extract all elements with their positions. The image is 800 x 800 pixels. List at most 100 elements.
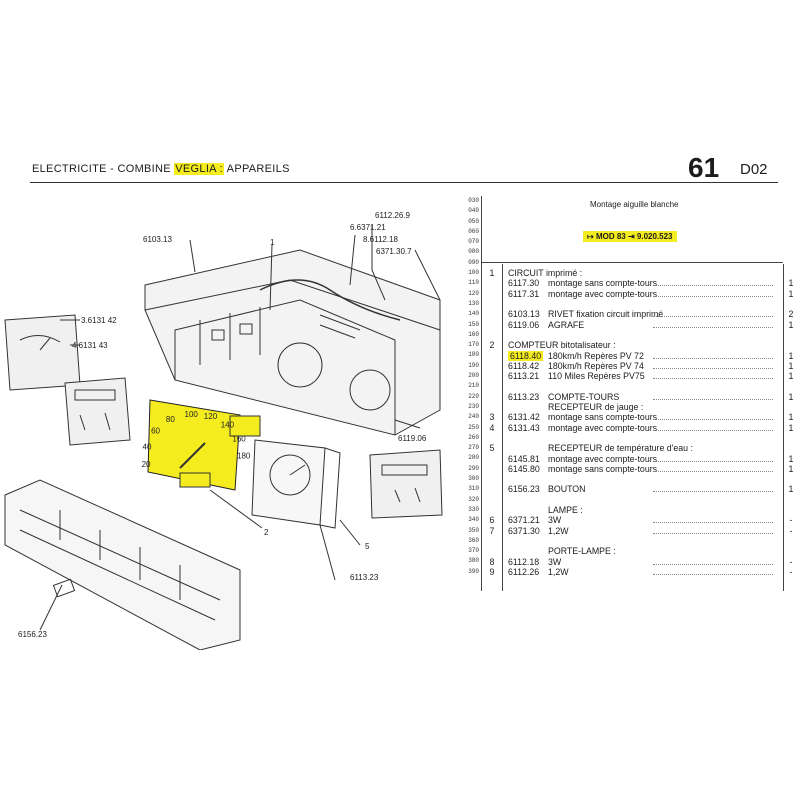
callout-6371-21: 6.6371.21 (350, 223, 386, 232)
row-number: 080 (468, 248, 479, 256)
item-ref: 9 (489, 566, 495, 577)
part-quantity: - (789, 515, 793, 526)
part-description: montage avec compte-tours (548, 422, 658, 433)
front-bezel (4, 479, 241, 650)
parts-row: LAMPE : (483, 505, 793, 515)
column-divider (783, 264, 784, 591)
leader-dots (653, 563, 773, 565)
parts-row: 6117.31 montage avec compte-tours 1 (483, 289, 793, 299)
row-number: 340 (468, 516, 479, 524)
row-number: 320 (468, 495, 479, 503)
parts-row: PORTE-LAMPE : (483, 546, 793, 556)
speedometer-label: 40 (143, 442, 152, 451)
leader-dots (653, 532, 773, 534)
row-number: 260 (468, 433, 479, 441)
part-description: 3W (548, 556, 562, 567)
mod-label: MOD 83 (595, 232, 626, 241)
leader-dots (653, 429, 773, 431)
part-quantity: 1 (788, 278, 794, 289)
part-description: montage avec compte-tours (548, 288, 658, 299)
mod-note: ↦ MOD 83 ⇥ 9.020.523 (583, 231, 677, 242)
parts-row: RECEPTEUR de jauge : (483, 402, 793, 412)
leader-dots (653, 378, 773, 380)
part-quantity: 1 (788, 453, 794, 464)
fuel-gauge-3 (4, 314, 81, 391)
part-quantity: 1 (788, 412, 794, 423)
part-description: CIRCUIT imprimé : (508, 268, 583, 279)
row-number: 170 (468, 341, 479, 349)
title-highlight: VEGLIA : (174, 163, 224, 175)
callout-6131-42: 3.6131 42 (81, 316, 117, 325)
row-number: 250 (468, 423, 479, 431)
row-number: 110 (468, 279, 479, 287)
row-number: 360 (468, 536, 479, 544)
item-ref: 4 (489, 422, 495, 433)
speedometer-label: 140 (221, 421, 235, 430)
part-code: 6145.80 (508, 463, 540, 474)
instrument-housing (144, 249, 441, 436)
part-code: 6117.31 (508, 288, 540, 299)
part-description: COMPTEUR bitotalisateur : (508, 340, 616, 351)
row-number: 160 (468, 330, 479, 338)
part-description: 3W (548, 515, 562, 526)
leader-dots (653, 285, 773, 287)
row-number: 060 (468, 227, 479, 235)
speedometer-2 (147, 399, 261, 491)
leader-dots (653, 419, 773, 421)
row-number: 030 (468, 197, 479, 204)
row-number: 100 (468, 269, 479, 277)
part-code: 6371.21 (508, 515, 540, 526)
leader-dots (653, 573, 773, 575)
part-quantity: 1 (788, 484, 794, 495)
title-prefix: ELECTRICITE - COMBINE (32, 163, 175, 175)
part-description: BOUTON (548, 484, 586, 495)
row-number: 240 (468, 413, 479, 421)
speedometer-label: 180 (237, 452, 251, 461)
item-ref: 8 (489, 556, 495, 567)
row-number: 180 (468, 351, 479, 359)
fuel-gauge-4 (64, 377, 131, 446)
row-number: 140 (468, 310, 479, 318)
item-ref: 5 (489, 443, 495, 454)
callout-6371-30: 6371.30.7 (376, 247, 412, 256)
page-header: ELECTRICITE - COMBINE VEGLIA : APPAREILS… (30, 152, 790, 192)
part-quantity: 1 (788, 422, 794, 433)
part-code: 6371.30 (508, 525, 540, 536)
leader-dots (653, 522, 773, 524)
row-number: 390 (468, 567, 479, 575)
callout-6119-06: 6119.06 (398, 434, 427, 443)
callout-6113-23: 6113.23 (350, 573, 379, 582)
part-description: RECEPTEUR de température d'eau : (548, 443, 693, 454)
column-divider (502, 264, 503, 591)
row-number: 090 (468, 258, 479, 266)
section-number: 61 (688, 152, 720, 183)
row-number: 270 (468, 444, 479, 452)
part-description: LAMPE : (548, 505, 583, 515)
part-quantity: 1 (788, 360, 794, 371)
part-quantity: - (789, 556, 793, 567)
leader-dots (653, 470, 773, 472)
part-quantity: 1 (788, 463, 794, 474)
leader-dots (653, 326, 773, 328)
part-quantity: - (789, 566, 793, 577)
speedometer-label: 160 (232, 435, 246, 444)
speedometer-label: 20 (142, 460, 151, 469)
row-number: 350 (468, 526, 479, 534)
callout-6156-23: 6156.23 (18, 630, 47, 639)
part-quantity: 1 (788, 288, 794, 299)
tachometer (251, 439, 341, 529)
part-quantity: 1 (788, 319, 794, 330)
callout-6112-18: 8.6112.18 (363, 235, 398, 244)
part-code: 6145.81 (508, 453, 540, 464)
row-number: 210 (468, 382, 479, 390)
leader-dots (653, 398, 773, 400)
